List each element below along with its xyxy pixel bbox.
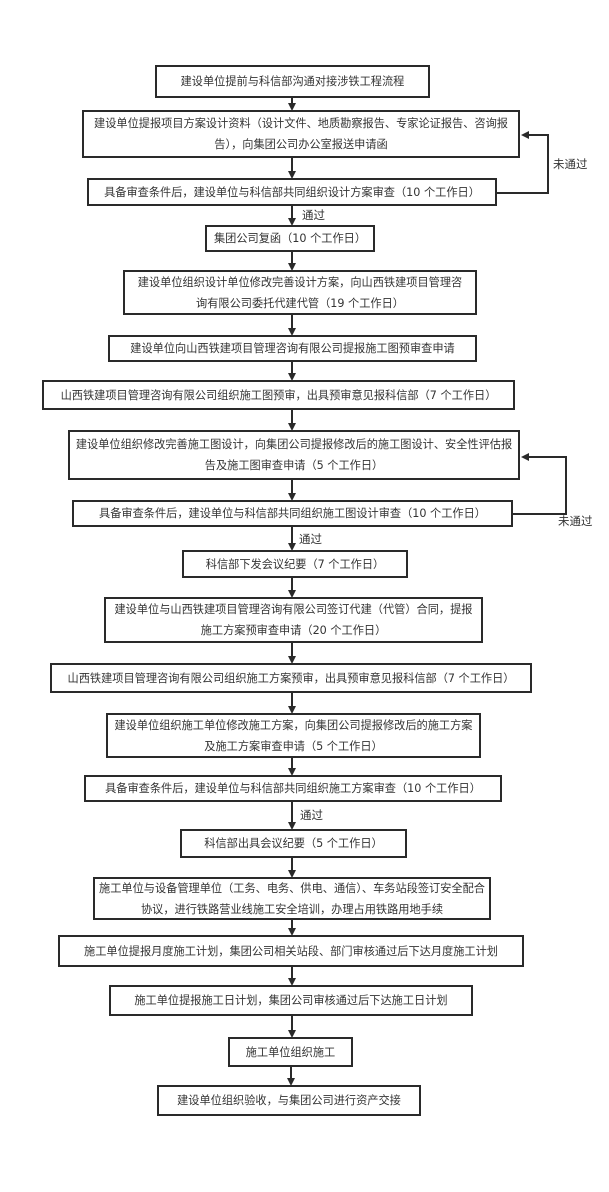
step-text: 施工单位提报施工日计划，集团公司审核通过后下达施工日计划 [134,994,448,1007]
feedback-arrow-design [497,131,549,194]
step-text: 建设单位组织设计单位修改完善设计方案，向山西铁建项目管理咨询有限公司委托代建代管… [137,275,463,310]
step-text: 施工单位提报月度施工计划，集团公司相关站段、部门审核通过后下达月度施工计划 [84,944,498,958]
step-acceptance-handover: 建设单位组织验收，与集团公司进行资产交接 [157,1085,421,1116]
step-text: 建设单位向山西铁建项目管理咨询有限公司提报施工图预审查申请 [130,342,455,355]
step-text: 施工单位与设备管理单位（工务、电务、供电、通信）、车务站段签订安全配合协议，进行… [99,881,485,916]
step-text: 科信部下发会议纪要（7 个工作日） [205,557,385,571]
step-drawing-prereview: 山西铁建项目管理咨询有限公司组织施工图预审，出具预审意见报科信部（7 个工作日） [42,380,515,410]
step-text: 集团公司复函（10 个工作日） [213,232,367,245]
step-group-reply: 集团公司复函（10 个工作日） [205,225,375,252]
step-plan-review: 具备审查条件后，建设单位与科信部共同组织施工方案审查（10 个工作日） [84,775,502,802]
step-submit-design-materials: 建设单位提报项目方案设计资料（设计文件、地质勘察报告、专家论证报告、咨询报告），… [82,110,520,158]
step-text: 建设单位提前与科信部沟通对接涉铁工程流程 [180,75,405,88]
fail-label: 未通过 [553,157,588,171]
step-text: 建设单位组织修改完善施工图设计，向集团公司提报修改后的施工图设计、安全性评估报告… [75,438,513,472]
pass-label: 通过 [302,208,325,222]
step-text: 山西铁建项目管理咨询有限公司组织施工方案预审，出具预审意见报科信部（7 个工作日… [67,671,515,685]
step-text: 施工单位组织施工 [245,1045,336,1059]
step-revise-design: 建设单位组织设计单位修改完善设计方案，向山西铁建项目管理咨询有限公司委托代建代管… [123,270,477,315]
step-text: 建设单位组织验收，与集团公司进行资产交接 [177,1094,401,1107]
step-meeting-minutes-2: 科信部出具会议纪要（5 个工作日） [180,829,407,858]
step-text: 具备审查条件后，建设单位与科信部共同组织施工方案审查（10 个工作日） [105,782,481,795]
step-revise-plan: 建设单位组织施工单位修改施工方案，向集团公司提报修改后的施工方案及施工方案审查申… [106,713,481,758]
step-sign-contract: 建设单位与山西铁建项目管理咨询有限公司签订代建（代管）合同，提报施工方案预审查申… [104,597,483,643]
step-text: 具备审查条件后，建设单位与科信部共同组织施工图设计审查（10 个工作日） [99,507,486,520]
pass-label: 通过 [300,808,323,822]
step-drawing-review: 具备审查条件后，建设单位与科信部共同组织施工图设计审查（10 个工作日） [72,500,513,527]
feedback-arrow-construction-drawing [513,453,567,515]
step-monthly-plan: 施工单位提报月度施工计划，集团公司相关站段、部门审核通过后下达月度施工计划 [58,935,524,967]
pass-label: 通过 [299,532,322,546]
fail-label: 未通过 [558,514,593,528]
step-text: 科信部出具会议纪要（5 个工作日） [204,837,383,850]
step-text: 具备审查条件后，建设单位与科信部共同组织设计方案审查（10 个工作日） [104,185,480,199]
step-plan-prereview: 山西铁建项目管理咨询有限公司组织施工方案预审，出具预审意见报科信部（7 个工作日… [50,663,532,693]
step-text: 建设单位与山西铁建项目管理咨询有限公司签订代建（代管）合同，提报施工方案预审查申… [114,603,473,637]
step-design-review: 具备审查条件后，建设单位与科信部共同组织设计方案审查（10 个工作日） [87,178,497,206]
step-text: 山西铁建项目管理咨询有限公司组织施工图预审，出具预审意见报科信部（7 个工作日） [60,388,497,402]
step-revise-drawing: 建设单位组织修改完善施工图设计，向集团公司提报修改后的施工图设计、安全性评估报告… [68,430,520,480]
step-safety-agreement: 施工单位与设备管理单位（工务、电务、供电、通信）、车务站段签订安全配合协议，进行… [93,877,491,920]
step-daily-plan: 施工单位提报施工日计划，集团公司审核通过后下达施工日计划 [109,985,473,1016]
step-start-communication: 建设单位提前与科信部沟通对接涉铁工程流程 [155,65,430,98]
step-submit-drawing-prereview: 建设单位向山西铁建项目管理咨询有限公司提报施工图预审查申请 [108,335,477,362]
step-text: 建设单位提报项目方案设计资料（设计文件、地质勘察报告、专家论证报告、咨询报告），… [94,117,508,151]
step-text: 建设单位组织施工单位修改施工方案，向集团公司提报修改后的施工方案及施工方案审查申… [114,718,473,753]
step-construction: 施工单位组织施工 [228,1037,353,1067]
step-meeting-minutes-1: 科信部下发会议纪要（7 个工作日） [182,550,408,578]
